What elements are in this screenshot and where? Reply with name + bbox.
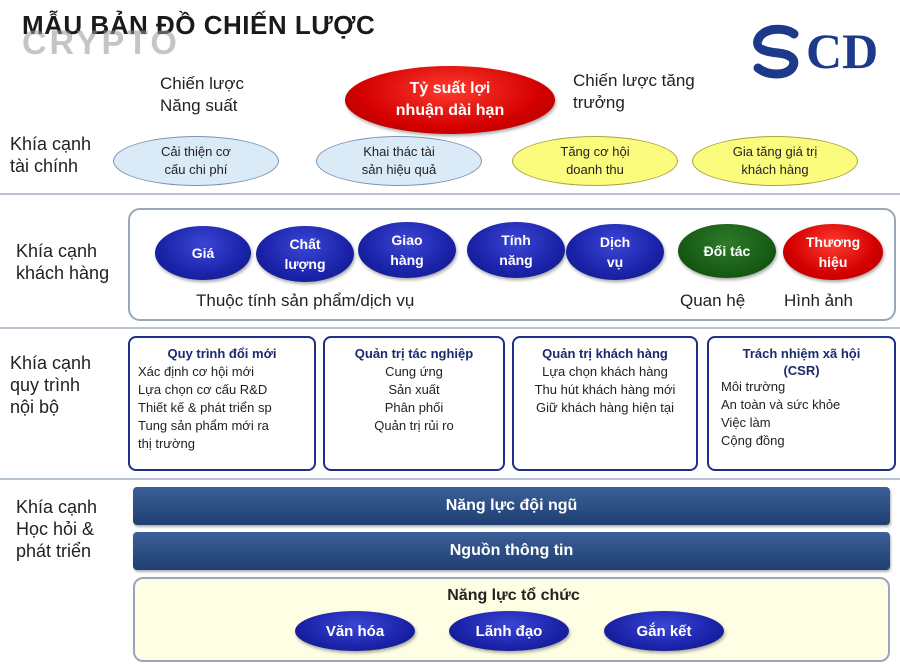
process-item: Sản xuất (388, 382, 440, 397)
process-box-title-suffix: (CSR) (783, 363, 820, 378)
process-item: Thiết kế & phát triển sp (138, 400, 272, 415)
customer-perspective-label: Khía cạnh khách hàng (16, 241, 110, 283)
company-logo: CD (748, 22, 888, 80)
growth-strategy-label: Chiến lược tăng trưởng (573, 71, 695, 112)
process-item: Cung ứng (385, 364, 443, 379)
caption-relationship: Quan hệ (680, 291, 746, 310)
org-oval-leadership: Lãnh đạo (449, 611, 569, 651)
process-box-title: Quy trình đổi mới (167, 346, 277, 361)
process-perspective-label: Khía cạnh quy trình nội bộ (10, 353, 92, 417)
org-oval-culture: Văn hóa (295, 611, 415, 651)
process-item: Tung sản phẩm mới ra (138, 418, 269, 433)
productivity-strategy-label: Chiến lược Năng suất (160, 74, 244, 115)
process-item: Môi trường (721, 379, 786, 394)
customer-oval-price: Giá (155, 226, 251, 280)
financial-perspective-label: Khía cạnh tài chính (10, 134, 92, 176)
caption-product-attributes: Thuộc tính sản phẩm/dịch vụ (196, 291, 415, 310)
process-item: Quản trị rủi ro (374, 418, 454, 433)
watermark: CRYPTO (22, 24, 180, 62)
process-item: Xác định cơ hội mới (138, 364, 255, 379)
process-item: Giữ khách hàng hiện tại (535, 400, 675, 415)
divider-customer (0, 327, 900, 329)
process-box-title: Trách nhiệm xã hội (742, 346, 861, 361)
process-item: Lựa chọn cơ cấu R&D (138, 382, 268, 397)
bar-information-capital: Nguồn thông tin (133, 532, 890, 570)
page-title: MẪU BẢN ĐỒ CHIẾN LƯỢC (22, 10, 376, 40)
process-box-title: Quản trị khách hàng (542, 346, 668, 361)
divider-financial (0, 193, 900, 195)
customer-oval-partner: Đối tác (678, 224, 776, 278)
process-box-title: Quản trị tác nghiệp (354, 346, 474, 361)
process-box-operations: Quản trị tác nghiệp Cung ứng Sản xuất Ph… (323, 336, 505, 471)
process-item: An toàn và sức khỏe (721, 397, 841, 412)
organization-capital-box: Năng lực tổ chức Văn hóa Lãnh đạo Gắn kế… (133, 577, 890, 662)
process-item: Cộng đồng (721, 433, 785, 448)
process-box-csr: Trách nhiệm xã hội (CSR) Môi trường An t… (707, 336, 896, 471)
swirl-s-logo-icon (753, 24, 799, 79)
org-oval-alignment: Gắn kết (604, 611, 724, 651)
process-item: Phân phối (384, 400, 444, 415)
long-term-profit-goal: Tỷ suất lợi nhuận dài hạn (345, 66, 555, 134)
process-item: Lựa chọn khách hàng (542, 364, 668, 379)
process-box-innovation: Quy trình đổi mới Xác định cơ hội mới Lự… (128, 336, 316, 471)
process-item: Thu hút khách hàng mới (534, 382, 676, 397)
logo-text: CD (806, 23, 879, 79)
process-box-customer-management: Quản trị khách hàng Lựa chọn khách hàng … (512, 336, 698, 471)
bar-human-capital: Năng lực đội ngũ (133, 487, 890, 525)
process-item: thị trường (138, 436, 195, 451)
learning-perspective-label: Khía cạnh Học hỏi & phát triển (16, 497, 98, 561)
caption-image: Hình ảnh (784, 291, 853, 310)
process-item: Việc làm (721, 415, 771, 430)
organization-capital-title: Năng lực tổ chức (447, 587, 580, 604)
divider-process (0, 478, 900, 480)
